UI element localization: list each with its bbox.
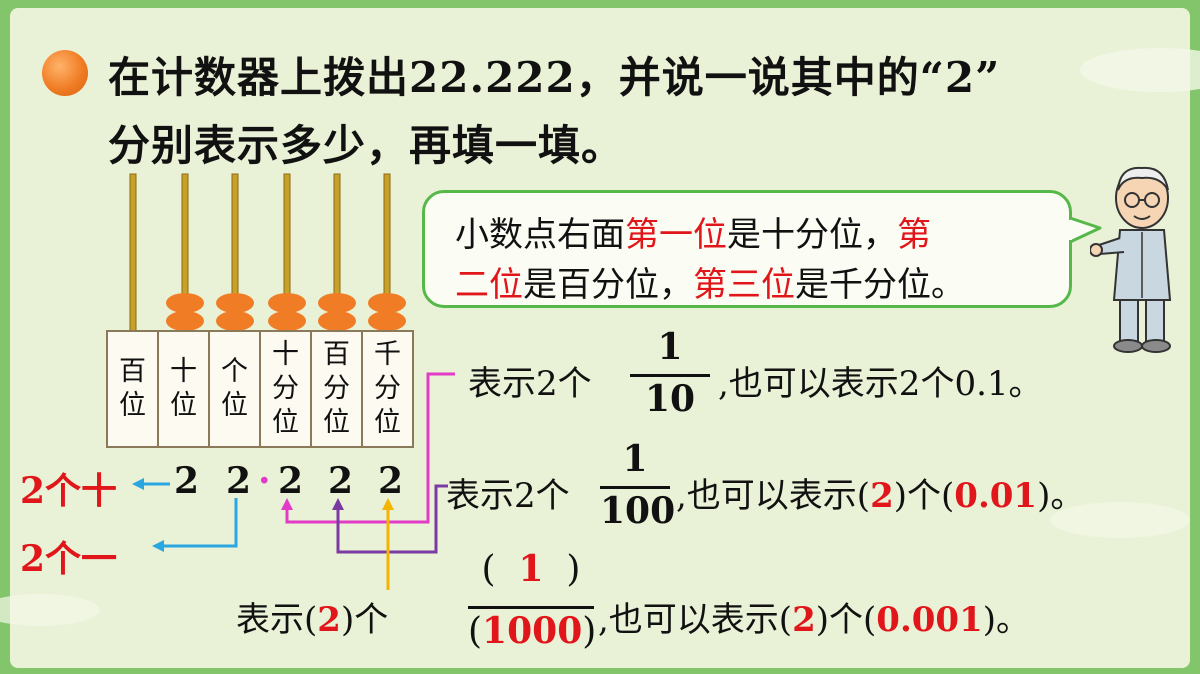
tenths-prefix: 表示2个: [468, 364, 592, 404]
arrow-ones: [152, 498, 238, 552]
place-tenths: 十 分 位: [261, 332, 312, 446]
bullet-icon: [42, 50, 88, 96]
place-ones: 个 位: [210, 332, 261, 446]
thousandths-numerator-row: ( 1 ): [481, 548, 581, 590]
answer-thousandths-count: 2: [317, 600, 341, 640]
bubble-tail: [1066, 216, 1102, 244]
digit-thousandths: 2: [378, 460, 404, 502]
arrow-tenths: [281, 372, 455, 524]
place-tens: 十 位: [159, 332, 210, 446]
digit-hundredths: 2: [328, 460, 354, 502]
arrow-tens: [132, 478, 170, 490]
digit-tenths: 2: [278, 460, 304, 502]
tip-line-2: 二位是百分位，第三位是千分位。: [455, 265, 965, 305]
label-two-ones: 2个一: [20, 538, 118, 580]
fraction-bar: [630, 374, 710, 377]
arrow-hundredths: [332, 484, 448, 554]
decimal-point: ·: [258, 460, 271, 502]
answer-thousandths-denominator: 1000: [482, 610, 583, 652]
task-line-1: 在计数器上拨出22.222，并说一说其中的“2”: [108, 53, 1001, 102]
digit-ones: 2: [226, 460, 252, 502]
tip-bubble: 小数点右面第一位是十分位，第 二位是百分位，第三位是千分位。: [422, 190, 1072, 308]
tenths-suffix: ,也可以表示2个0.1。: [718, 364, 1043, 404]
tip-line-1: 小数点右面第一位是十分位，第: [455, 215, 931, 255]
tenths-numerator: 1: [657, 326, 683, 368]
answer-thousandths-count-2: 2: [792, 600, 816, 640]
hundredths-prefix: 表示2个: [446, 476, 570, 516]
answer-hundredths-decimal: 0.01: [954, 476, 1038, 516]
place-hundreds: 百 位: [108, 332, 159, 446]
thousandths-fraction: ( 1 ) (1000): [468, 548, 597, 658]
rod-tenths: [268, 173, 306, 334]
tenths-fraction: 1 10: [630, 326, 710, 422]
teacher-character: [1090, 166, 1172, 353]
label-two-tens: 2个十: [20, 470, 118, 512]
hundredths-denominator: 100: [600, 490, 676, 532]
place-hundredths: 百 分 位: [312, 332, 363, 446]
place-value-table: 百 位 十 位 个 位 十 分 位 百 分 位 千 分 位: [106, 330, 414, 448]
rod-tens: [166, 173, 204, 334]
task-line-2: 分别表示多少，再填一填。: [108, 121, 625, 170]
rod-hundreds: [129, 173, 137, 334]
hundredths-numerator: 1: [622, 438, 648, 480]
fraction-bar: [600, 486, 670, 489]
digit-tens: 2: [174, 460, 200, 502]
rod-hundredths: [318, 173, 356, 334]
thousandths-denominator-row: (1000): [468, 610, 597, 652]
answer-thousandths-decimal: 0.001: [876, 600, 983, 640]
answer-thousandths-numerator: 1: [518, 548, 544, 590]
fraction-bar: [468, 606, 594, 609]
hundredths-fraction: 1 100: [600, 438, 676, 534]
place-thousandths: 千 分 位: [374, 339, 401, 438]
tenths-denominator: 10: [644, 378, 696, 420]
rod-thousandths: [368, 173, 406, 334]
counter-rods: [129, 173, 406, 334]
rod-ones: [216, 173, 254, 334]
hundredths-suffix: ,也可以表示(2)个(0.01)。: [676, 476, 1085, 516]
thousandths-prefix: 表示(2)个: [236, 600, 389, 640]
arrow-thousandths: [382, 498, 394, 590]
thousandths-suffix: ,也可以表示(2)个(0.001)。: [598, 600, 1031, 640]
answer-hundredths-count: 2: [870, 476, 894, 516]
